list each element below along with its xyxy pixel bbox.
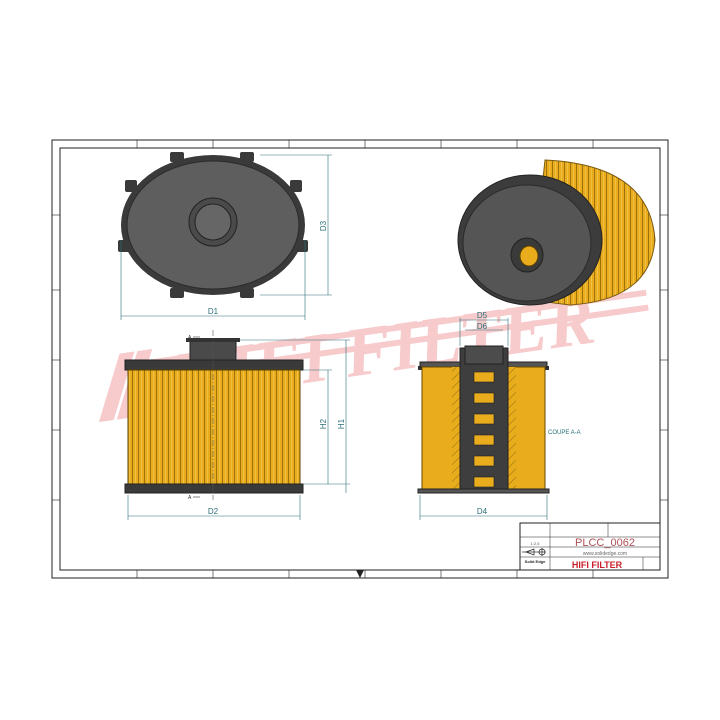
center-mark-icon [356, 570, 364, 578]
scale-value: 1:2.5 [531, 541, 541, 546]
section-marker-bottom: A [188, 495, 192, 501]
software-label: Solid Edge [525, 559, 546, 564]
dimension-lines [120, 154, 548, 520]
dim-d5: D5 [477, 311, 488, 320]
isometric-view [457, 159, 656, 306]
drawing-frame [51, 139, 669, 579]
dim-d6: D6 [477, 322, 488, 331]
website: www.solidedge.com [583, 551, 627, 557]
dim-d3: D3 [319, 220, 328, 231]
section-marker-top: A [188, 335, 192, 341]
section-view: COUPE A-A [417, 345, 581, 494]
front-view: A A [124, 330, 304, 501]
part-number: PLCC_0062 [575, 537, 635, 549]
dim-d1: D1 [208, 307, 219, 316]
section-label: COUPE A-A [548, 430, 581, 436]
top-view [118, 152, 308, 298]
dim-d2: D2 [208, 507, 219, 516]
brand-name: HIFI FILTER [572, 560, 623, 570]
dim-d4: D4 [477, 507, 488, 516]
title-block: 1:2.5 PLCC_0062 www.solidedge.com HIFI F… [519, 522, 661, 571]
projection-symbol-icon [522, 548, 546, 556]
dim-h2: H2 [319, 418, 328, 429]
dim-h1: H1 [337, 418, 346, 429]
